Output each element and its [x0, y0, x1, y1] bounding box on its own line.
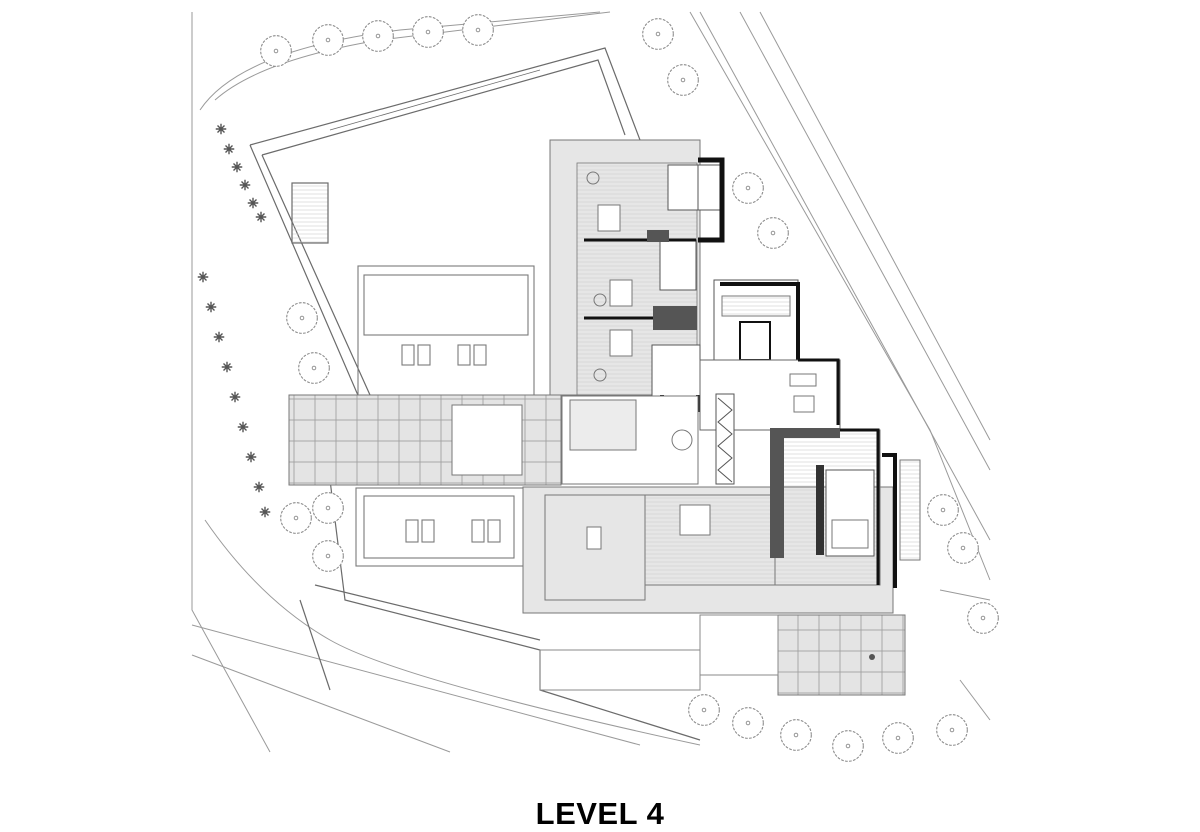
palm-icon [213, 331, 225, 343]
tree-icon [286, 302, 318, 334]
tree-icon [732, 707, 764, 739]
palm-icon [215, 123, 227, 135]
annex [539, 614, 779, 691]
palm-icon [237, 421, 249, 433]
tree-icon [947, 532, 979, 564]
level-caption: LEVEL 4 [535, 796, 665, 831]
palms [197, 123, 271, 518]
palm-icon [259, 506, 271, 518]
palm-icon [221, 361, 233, 373]
south-wing [522, 428, 921, 614]
tree-icon [927, 494, 959, 526]
tree-icon [280, 502, 312, 534]
tree-icon [667, 64, 699, 96]
tree-icon [312, 492, 344, 524]
tree-icon [780, 719, 812, 751]
palm-icon [229, 391, 241, 403]
tree-icon [462, 14, 494, 46]
grid-terrace [288, 394, 906, 696]
palm-icon [247, 197, 259, 209]
tree-icon [757, 217, 789, 249]
tree-icon [688, 694, 720, 726]
palm-icon [253, 481, 265, 493]
palm-icon [231, 161, 243, 173]
north-wing [549, 139, 725, 412]
palm-icon [205, 301, 217, 313]
tree-icon [412, 16, 444, 48]
tree-icon [732, 172, 764, 204]
tree-icon [362, 20, 394, 52]
palm-icon [197, 271, 209, 283]
palm-icon [245, 451, 257, 463]
tree-icon [260, 35, 292, 67]
tree-icon [312, 540, 344, 572]
tree-icon [312, 24, 344, 56]
palm-icon [255, 211, 267, 223]
tree-icon [967, 602, 999, 634]
palm-icon [223, 143, 235, 155]
tree-icon [298, 352, 330, 384]
tree-icon [936, 714, 968, 746]
palm-icon [239, 179, 251, 191]
tree-icon [832, 730, 864, 762]
central-core [561, 279, 841, 485]
tree-icon [642, 18, 674, 50]
tree-icon [882, 722, 914, 754]
